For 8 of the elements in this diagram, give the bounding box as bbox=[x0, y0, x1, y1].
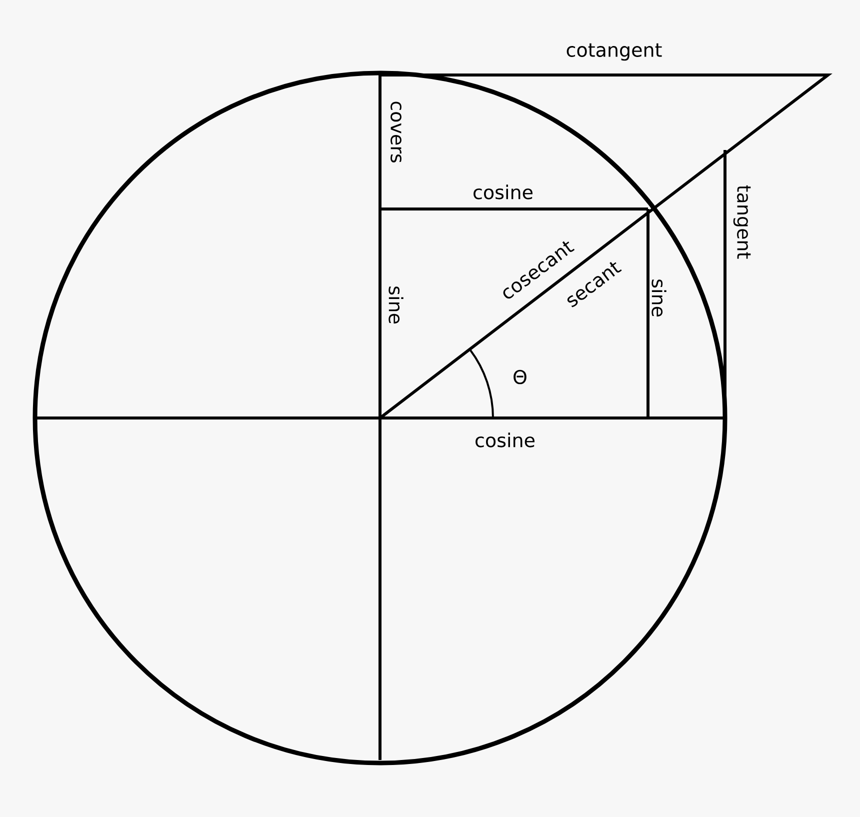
function-label: cosine bbox=[476, 432, 534, 448]
function-label: cotangent bbox=[566, 43, 662, 61]
function-label: covers bbox=[390, 102, 402, 162]
function-label: sine bbox=[388, 286, 404, 324]
function-label: Θ bbox=[514, 370, 526, 384]
function-label: sine bbox=[652, 280, 666, 316]
function-label: cosine bbox=[474, 184, 532, 200]
function-label: tangent bbox=[733, 185, 751, 259]
